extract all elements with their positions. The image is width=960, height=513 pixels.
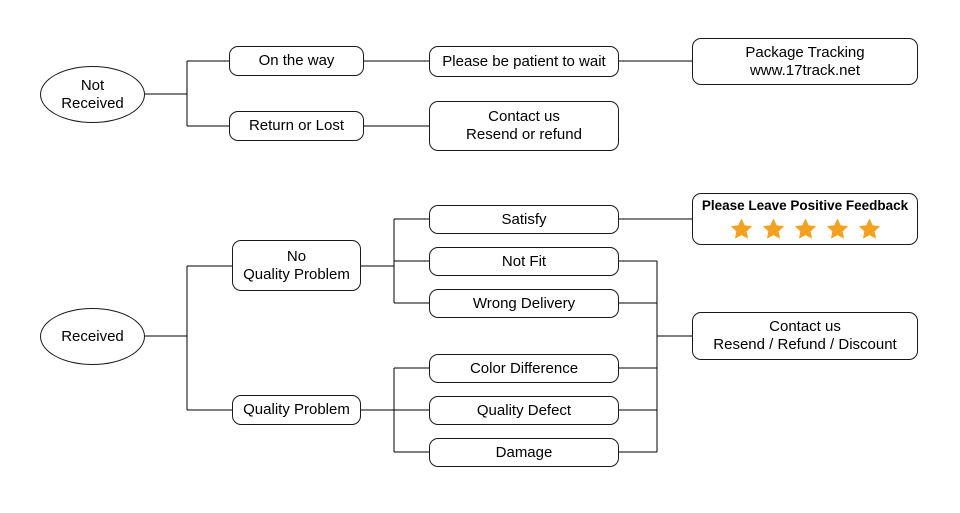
node-positive-feedback-label: Please Leave Positive Feedback	[701, 198, 909, 214]
node-no-quality-problem-line1: No	[286, 247, 307, 265]
node-quality-problem-label: Quality Problem	[243, 401, 350, 419]
node-no-quality-problem-line2: Quality Problem	[243, 265, 350, 283]
star-icon	[762, 218, 784, 239]
node-please-be-patient-to-wait[interactable]: Please be patient to wait	[429, 46, 619, 77]
node-package-tracking-line1: Package Tracking	[745, 43, 865, 61]
node-contact-us-resend-or-refund-line1: Contact us	[488, 108, 560, 126]
node-package-tracking[interactable]: Package Tracking www.17track.net	[692, 38, 918, 85]
node-color-difference-label: Color Difference	[469, 359, 579, 377]
node-wrong-delivery-label: Wrong Delivery	[472, 294, 576, 312]
node-contact-us-resend-refund-discount[interactable]: Contact us Resend / Refund / Discount	[692, 312, 918, 360]
star-icon	[826, 218, 848, 239]
star-rating[interactable]	[730, 217, 881, 240]
star-icon	[794, 218, 816, 239]
node-quality-defect[interactable]: Quality Defect	[429, 396, 619, 425]
node-not-received-label-line1: Not	[80, 76, 105, 94]
node-contact-us-resend-refund-discount-line1: Contact us	[769, 318, 841, 336]
node-contact-us-resend-or-refund-line2: Resend or refund	[466, 126, 582, 143]
node-contact-us-resend-or-refund[interactable]: Contact us Resend or refund	[429, 101, 619, 151]
node-color-difference[interactable]: Color Difference	[429, 354, 619, 383]
node-satisfy[interactable]: Satisfy	[429, 205, 619, 234]
node-on-the-way-label: On the way	[258, 52, 335, 70]
node-not-fit[interactable]: Not Fit	[429, 247, 619, 276]
node-positive-feedback[interactable]: Please Leave Positive Feedback	[692, 193, 918, 245]
node-received[interactable]: Received	[40, 308, 145, 365]
node-please-be-patient-to-wait-label: Please be patient to wait	[442, 52, 606, 70]
star-icon	[730, 218, 752, 239]
node-wrong-delivery[interactable]: Wrong Delivery	[429, 289, 619, 318]
node-return-or-lost[interactable]: Return or Lost	[229, 111, 364, 141]
star-icon	[858, 218, 880, 239]
node-received-label: Received	[61, 327, 124, 345]
node-return-or-lost-label: Return or Lost	[248, 117, 345, 135]
node-not-received[interactable]: Not Received	[40, 66, 145, 123]
node-quality-problem[interactable]: Quality Problem	[232, 395, 361, 425]
node-quality-defect-label: Quality Defect	[476, 401, 572, 419]
node-damage[interactable]: Damage	[429, 438, 619, 467]
node-satisfy-label: Satisfy	[501, 210, 547, 228]
node-not-fit-label: Not Fit	[501, 252, 547, 270]
node-package-tracking-line2: www.17track.net	[749, 61, 861, 79]
node-on-the-way[interactable]: On the way	[229, 46, 364, 76]
node-contact-us-resend-refund-discount-line2: Resend / Refund / Discount	[713, 336, 897, 353]
node-no-quality-problem[interactable]: No Quality Problem	[232, 240, 361, 291]
node-damage-label: Damage	[495, 443, 553, 461]
node-not-received-label-line2: Received	[61, 94, 124, 112]
